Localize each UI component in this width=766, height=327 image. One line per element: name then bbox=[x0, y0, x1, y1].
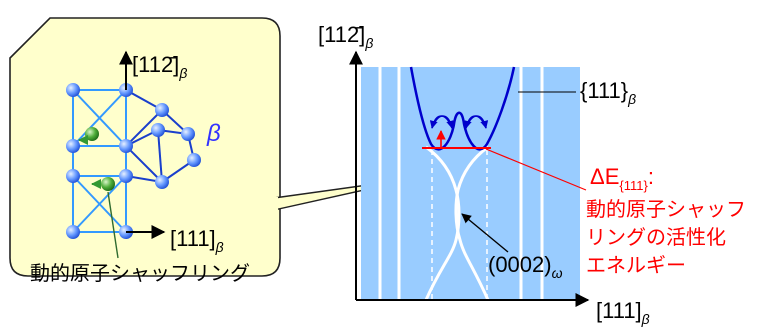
energy-wells-curve bbox=[409, 66, 516, 151]
neck-pointer bbox=[461, 213, 509, 253]
atom bbox=[187, 153, 201, 167]
neck-label: (0002)ω bbox=[488, 252, 563, 281]
atom bbox=[119, 139, 133, 153]
shuffling-atom bbox=[85, 127, 99, 141]
atom bbox=[66, 139, 80, 153]
atom bbox=[66, 225, 80, 239]
energy-callout-line bbox=[485, 148, 587, 191]
atom bbox=[66, 169, 80, 183]
shuffling-atom bbox=[101, 177, 115, 191]
x-axis-label: [111]β bbox=[596, 298, 650, 327]
y-axis-label: [112̄]β bbox=[318, 22, 373, 51]
atom bbox=[119, 169, 133, 183]
left-caption: 動的原子シャッフリング bbox=[30, 262, 250, 285]
atom bbox=[66, 83, 80, 97]
energy-desc-line-3: エネルギー bbox=[586, 254, 686, 277]
hop-arrows bbox=[429, 115, 489, 129]
landscape-stripes bbox=[378, 67, 544, 300]
atom bbox=[155, 175, 169, 189]
left-axis-right-label: [111]β bbox=[170, 226, 224, 255]
neck-paths bbox=[424, 145, 490, 301]
beta-phase-label: β bbox=[206, 120, 221, 147]
energy-label: ΔE{111}: bbox=[590, 164, 654, 193]
crystal-bonds bbox=[72, 89, 127, 233]
energy-desc-line-1: 動的原子シャッフ bbox=[586, 198, 746, 221]
atom bbox=[151, 123, 165, 137]
atom bbox=[181, 127, 195, 141]
shuffle-arrows bbox=[78, 135, 101, 189]
branch-label: {111}β bbox=[580, 78, 636, 107]
left-axis-up-label: [112̄]β bbox=[132, 52, 187, 81]
dashed-guides bbox=[431, 150, 488, 300]
atom bbox=[155, 103, 169, 117]
caption-pointer bbox=[107, 191, 119, 259]
energy-desc-line-2: リングの活性化 bbox=[586, 226, 726, 249]
